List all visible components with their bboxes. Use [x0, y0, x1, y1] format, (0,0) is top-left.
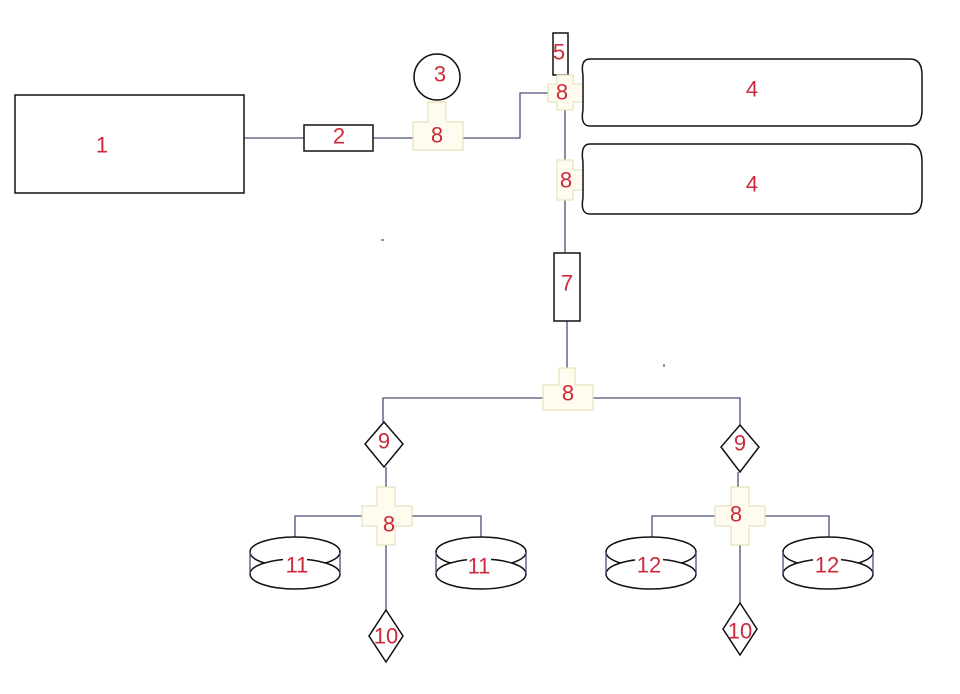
unit-9-left: 9	[364, 420, 404, 469]
speck	[381, 239, 384, 241]
joint-8-top: 8	[547, 74, 584, 111]
unit-11-left: 11	[249, 536, 341, 590]
unit-4-upper: 4	[581, 58, 923, 127]
unit-3: 3	[413, 53, 461, 101]
joint-8-label: 8	[560, 168, 572, 193]
unit-4-upper-label: 4	[746, 77, 758, 102]
connection-lines	[244, 92, 830, 610]
unit-11-right-label: 11	[468, 554, 491, 579]
unit-4-lower: 4	[581, 143, 923, 215]
unit-10-left-label: 10	[374, 624, 398, 649]
unit-2-label: 2	[333, 124, 345, 149]
unit-7-label: 7	[561, 271, 573, 296]
joint-8-label: 8	[556, 80, 568, 105]
unit-10-right-label: 10	[728, 619, 752, 644]
joint-8-label: 8	[730, 502, 742, 527]
joint-8-lower-right: 8	[714, 486, 766, 546]
unit-9-right: 9	[720, 423, 760, 474]
line-left-8-to-11-right	[412, 515, 482, 538]
unit-10-left: 10	[368, 608, 404, 664]
unit-5-label: 5	[553, 40, 565, 65]
unit-12-left: 12	[605, 536, 697, 590]
line-center-8-to-left-9	[382, 397, 543, 422]
speck	[663, 364, 665, 367]
line-8-to-top-8	[463, 92, 548, 139]
line-center-8-to-right-9	[593, 397, 741, 425]
joint-8-label: 8	[562, 381, 574, 406]
unit-5: 5	[552, 32, 569, 76]
unit-3-label: 3	[434, 62, 446, 87]
joint-8-center: 8	[542, 367, 594, 411]
unit-1-label: 1	[96, 133, 108, 158]
unit-12-right-label: 12	[815, 553, 839, 578]
joint-8-label: 8	[431, 123, 443, 148]
unit-12-left-label: 12	[637, 553, 661, 578]
joint-8-label: 8	[383, 512, 395, 537]
unit-11-right: 11	[435, 536, 527, 590]
unit-2: 2	[303, 124, 374, 152]
joint-8-middle: 8	[556, 159, 584, 201]
unit-10-right: 10	[722, 601, 758, 657]
unit-9-right-label: 9	[734, 431, 746, 456]
unit-12-right: 12	[782, 536, 874, 590]
line-right-8-to-12-right	[765, 515, 830, 538]
unit-11-left-label: 11	[286, 553, 309, 578]
unit-7: 7	[553, 252, 581, 322]
unit-1: 1	[14, 94, 245, 194]
joint-8-near-3: 8	[412, 101, 464, 151]
unit-9-left-label: 9	[378, 429, 390, 454]
line-left-8-to-11	[294, 515, 362, 538]
unit-4-lower-label: 4	[746, 172, 758, 197]
joint-8-lower-left: 8	[361, 486, 413, 546]
line-right-8-to-12	[651, 515, 715, 538]
